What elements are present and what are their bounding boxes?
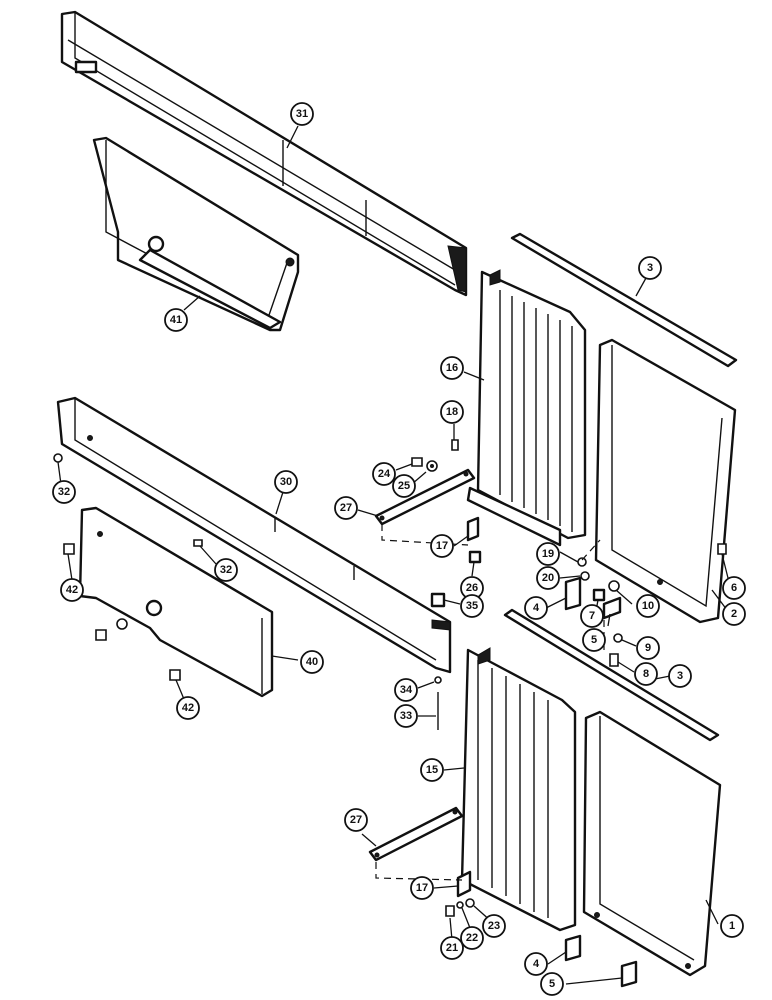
- callout-9: 9: [636, 636, 660, 660]
- callout-4-lower: 4: [524, 952, 548, 976]
- part-16-upper-grille: [466, 269, 587, 547]
- callout-label: 34: [400, 684, 413, 696]
- callout-label: 5: [591, 634, 597, 646]
- callout-label: 25: [398, 480, 410, 492]
- part-27-upper-bracket: [374, 468, 476, 526]
- callout-32-left: 32: [52, 480, 76, 504]
- callout-33: 33: [394, 704, 418, 728]
- callout-label: 9: [645, 642, 651, 654]
- callout-21: 21: [440, 936, 464, 960]
- part-1-lower-side-panel: [582, 710, 722, 977]
- callout-26: 26: [460, 576, 484, 600]
- part-3-lower-strip: [503, 608, 720, 742]
- callout-label: 27: [350, 814, 362, 826]
- callout-label: 27: [340, 502, 352, 514]
- callout-label: 15: [426, 764, 438, 776]
- callout-label: 3: [647, 262, 653, 274]
- callout-16: 16: [440, 356, 464, 380]
- callout-17-upper: 17: [430, 534, 454, 558]
- callout-label: 4: [533, 958, 540, 970]
- callout-8: 8: [634, 662, 658, 686]
- callout-3-lower: 3: [668, 664, 692, 688]
- callout-42-left: 42: [60, 578, 84, 602]
- callout-label: 41: [170, 314, 182, 326]
- callout-label: 26: [466, 582, 478, 594]
- callout-label: 17: [416, 882, 428, 894]
- part-27-lower-bracket: [368, 806, 464, 862]
- callout-label: 42: [182, 702, 194, 714]
- callout-label: 31: [296, 108, 308, 120]
- callout-label: 10: [642, 600, 654, 612]
- callout-22: 22: [460, 926, 484, 950]
- callout-31: 31: [290, 102, 314, 126]
- callout-41: 41: [164, 308, 188, 332]
- callout-label: 42: [66, 584, 78, 596]
- callout-label: 21: [446, 942, 458, 954]
- callout-label: 24: [378, 468, 391, 480]
- callout-label: 2: [731, 608, 737, 620]
- callout-label: 23: [488, 920, 500, 932]
- callout-label: 30: [280, 476, 292, 488]
- part-3-upper-strip: [510, 232, 738, 368]
- callout-15: 15: [420, 758, 444, 782]
- callout-35: 35: [460, 594, 484, 618]
- callout-label: 33: [400, 710, 412, 722]
- callout-label: 1: [729, 920, 735, 932]
- callout-label: 4: [533, 602, 540, 614]
- callout-18: 18: [440, 400, 464, 424]
- callout-label: 22: [466, 932, 478, 944]
- callout-19: 19: [536, 542, 560, 566]
- part-31-top-channel: [60, 10, 468, 297]
- callout-5-lower: 5: [540, 972, 564, 996]
- callout-label: 5: [549, 978, 555, 990]
- callout-42-bottom: 42: [176, 696, 200, 720]
- callout-17-lower: 17: [410, 876, 434, 900]
- callout-label: 7: [589, 610, 595, 622]
- part-40-lower-panel: [78, 506, 274, 698]
- callout-label: 35: [466, 600, 478, 612]
- part-41-frame-panel: [92, 136, 300, 332]
- callout-20: 20: [536, 566, 560, 590]
- callout-label: 32: [220, 564, 232, 576]
- callout-6: 6: [722, 576, 746, 600]
- callout-34: 34: [394, 678, 418, 702]
- callout-label: 40: [306, 656, 318, 668]
- callout-label: 3: [677, 670, 683, 682]
- callout-label: 6: [731, 582, 737, 594]
- callout-7: 7: [580, 604, 604, 628]
- callout-label: 19: [542, 548, 554, 560]
- callout-30: 30: [274, 470, 298, 494]
- callout-27-upper: 27: [334, 496, 358, 520]
- callout-label: 8: [643, 668, 649, 680]
- callout-4-upper: 4: [524, 596, 548, 620]
- callout-2: 2: [722, 602, 746, 626]
- callout-label: 17: [436, 540, 448, 552]
- callout-label: 20: [542, 572, 554, 584]
- callout-1: 1: [720, 914, 744, 938]
- part-30-lower-channel: [56, 396, 452, 674]
- callout-32-panel: 32: [214, 558, 238, 582]
- part-2-upper-side-panel: [594, 338, 737, 624]
- callout-40: 40: [300, 650, 324, 674]
- callout-label: 16: [446, 362, 458, 374]
- callout-3-upper: 3: [638, 256, 662, 280]
- callout-23: 23: [482, 914, 506, 938]
- callout-label: 32: [58, 486, 70, 498]
- callout-24: 24: [372, 462, 396, 486]
- callout-10: 10: [636, 594, 660, 618]
- callout-27-lower: 27: [344, 808, 368, 832]
- callout-label: 18: [446, 406, 458, 418]
- part-15-lower-grille: [460, 647, 577, 932]
- callout-25: 25: [392, 474, 416, 498]
- callout-5-upper: 5: [582, 628, 606, 652]
